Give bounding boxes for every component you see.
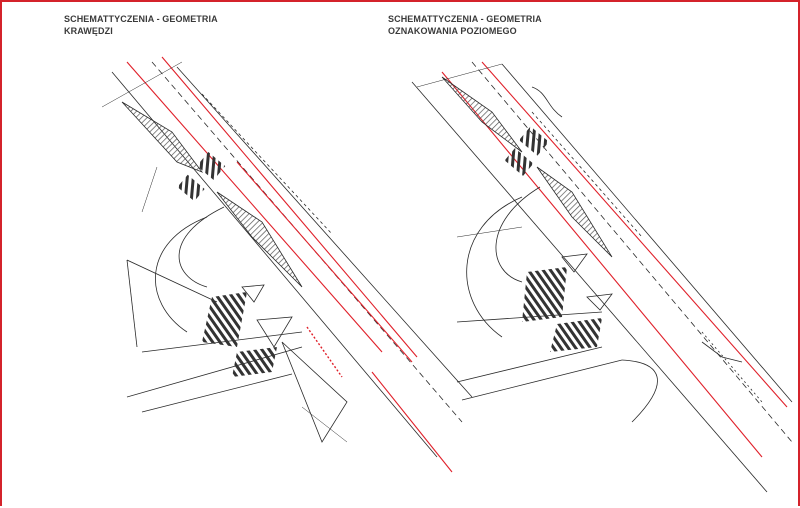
red-reference-line bbox=[236, 161, 413, 363]
lane-marking bbox=[701, 331, 763, 403]
triangle-island bbox=[586, 293, 613, 311]
red-reference-line bbox=[126, 61, 383, 353]
road-edge bbox=[176, 66, 473, 398]
side-road-edge bbox=[141, 373, 293, 413]
dimension-line bbox=[101, 61, 183, 108]
pedestrian-crossing bbox=[550, 318, 602, 352]
panel-left-drawing bbox=[101, 56, 473, 458]
side-road-curve bbox=[621, 359, 658, 423]
hatched-island bbox=[536, 166, 613, 258]
dimension-line bbox=[141, 166, 158, 213]
roundabout-arc bbox=[466, 196, 523, 338]
triangle-island bbox=[256, 316, 293, 348]
pedestrian-crossing bbox=[177, 174, 205, 202]
pedestrian-crossing bbox=[504, 148, 534, 176]
side-road-edge bbox=[126, 259, 138, 348]
arrow-marking bbox=[701, 341, 743, 363]
red-reference-line bbox=[441, 71, 763, 458]
hatched-island bbox=[121, 101, 204, 173]
side-road-edge bbox=[126, 346, 303, 398]
red-reference-line bbox=[371, 371, 453, 473]
construction-triangle bbox=[281, 341, 348, 443]
pedestrian-crossing bbox=[202, 292, 247, 347]
side-road-edge bbox=[461, 359, 623, 401]
roundabout-arc bbox=[155, 216, 208, 333]
roundabout-arc bbox=[495, 186, 541, 283]
dimension-line bbox=[301, 406, 348, 443]
panel-right-title: SCHEMATTYCZENIA - GEOMETRIA OZNAKOWANIA … bbox=[388, 13, 542, 37]
panel-left-title: SCHEMATTYCZENIA - GEOMETRIA KRAWĘDZI bbox=[64, 13, 218, 37]
panel-left-title-line1: SCHEMATTYCZENIA - GEOMETRIA bbox=[64, 14, 218, 24]
road-edge bbox=[501, 63, 793, 403]
panel-left-title-line2: KRAWĘDZI bbox=[64, 26, 113, 36]
pedestrian-crossing bbox=[232, 347, 277, 377]
dimension-line bbox=[456, 226, 523, 238]
side-road-edge bbox=[456, 346, 603, 383]
red-reference-line bbox=[481, 61, 788, 408]
road-centerline bbox=[471, 61, 793, 443]
roundabout-arc bbox=[178, 206, 225, 288]
triangle-island bbox=[561, 253, 588, 273]
road-centerline bbox=[151, 61, 463, 423]
side-road-edge bbox=[126, 259, 218, 303]
pedestrian-crossing bbox=[522, 267, 567, 322]
hatched-island bbox=[441, 76, 523, 153]
hatched-island bbox=[216, 191, 303, 288]
pedestrian-crossing bbox=[519, 126, 549, 156]
panel-right-title-line2: OZNAKOWANIA POZIOMEGO bbox=[388, 26, 517, 36]
red-reference-line bbox=[161, 56, 418, 358]
road-edge bbox=[411, 81, 768, 493]
panel-right-title-line1: SCHEMATTYCZENIA - GEOMETRIA bbox=[388, 14, 542, 24]
triangle-island bbox=[241, 284, 265, 303]
panel-right-drawing bbox=[371, 61, 793, 493]
bay-curve bbox=[531, 86, 563, 118]
road-offset-line bbox=[531, 111, 643, 238]
dimension-line bbox=[416, 63, 503, 88]
pedestrian-crossing bbox=[196, 152, 226, 180]
road-offset-line bbox=[201, 93, 333, 235]
